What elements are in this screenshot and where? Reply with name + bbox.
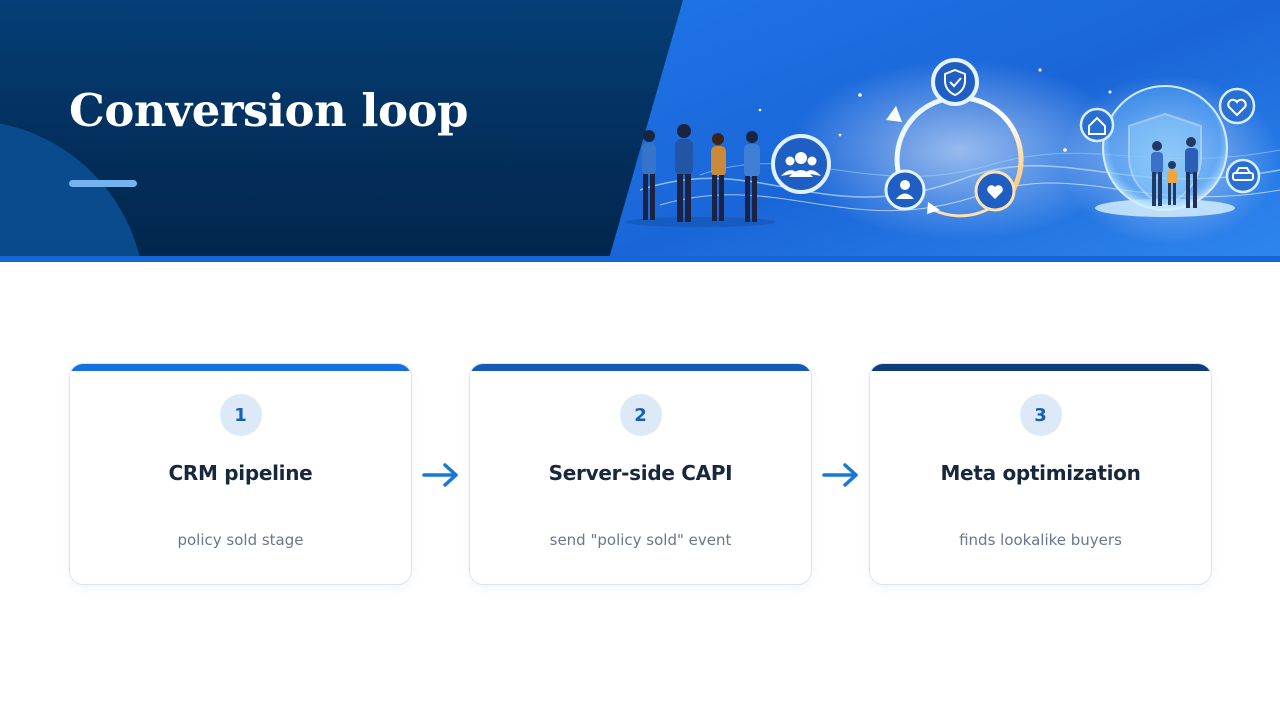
step-number-badge: 3 bbox=[1019, 394, 1062, 436]
step-title: Server-side CAPI bbox=[548, 461, 733, 485]
step-number-badge: 1 bbox=[219, 394, 262, 436]
page-title: Conversion loop bbox=[69, 84, 468, 137]
step-subtitle: send "policy sold" event bbox=[549, 531, 732, 549]
arrow-right-icon bbox=[822, 463, 858, 487]
step-card-server-side-capi: 2 Server-side CAPI send "policy sold" ev… bbox=[469, 363, 812, 585]
step-card-meta-optimization: 3 Meta optimization finds lookalike buye… bbox=[869, 363, 1212, 585]
house-icon bbox=[1079, 107, 1115, 143]
people-figures-decoration bbox=[625, 124, 775, 227]
title-underline-accent bbox=[69, 180, 137, 187]
step-number-badge: 2 bbox=[619, 394, 662, 436]
card-accent-bar bbox=[870, 364, 1211, 371]
card-accent-bar bbox=[70, 364, 411, 371]
card-accent-bar bbox=[470, 364, 811, 371]
heart-icon bbox=[974, 170, 1016, 212]
step-title: CRM pipeline bbox=[168, 461, 313, 485]
step-subtitle: policy sold stage bbox=[177, 531, 304, 549]
people-group-icon bbox=[771, 134, 831, 194]
header-illustration bbox=[608, 0, 1280, 262]
shield-check-icon bbox=[931, 58, 979, 106]
arrow-right-icon bbox=[422, 463, 458, 487]
car-icon bbox=[1225, 158, 1261, 194]
family-shield-icon bbox=[1151, 137, 1198, 208]
step-subtitle: finds lookalike buyers bbox=[959, 531, 1122, 549]
step-title: Meta optimization bbox=[940, 461, 1141, 485]
header-bottom-accent-line bbox=[0, 256, 1280, 262]
step-card-crm-pipeline: 1 CRM pipeline policy sold stage bbox=[69, 363, 412, 585]
heart-pulse-icon bbox=[1218, 87, 1256, 125]
person-icon bbox=[884, 169, 926, 211]
header-banner: Conversion loop bbox=[0, 0, 1280, 262]
